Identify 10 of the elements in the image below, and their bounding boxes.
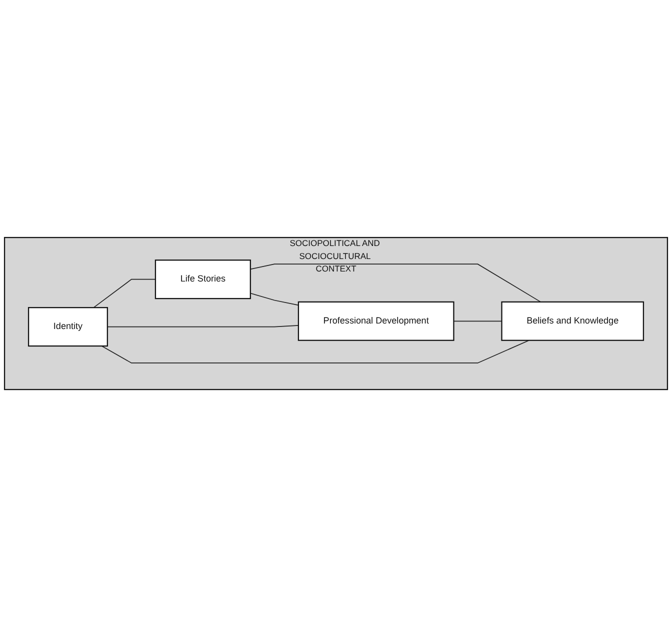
connector [101,340,530,364]
connector [107,325,299,328]
connector [453,320,502,322]
node-box: Identity [28,307,108,347]
node-box: Professional Development [298,301,454,341]
node-box: Life Stories [154,260,251,300]
connector [250,292,299,306]
connector [250,264,542,302]
node-box: Beliefs and Knowledge [501,301,644,341]
connector [93,278,156,308]
